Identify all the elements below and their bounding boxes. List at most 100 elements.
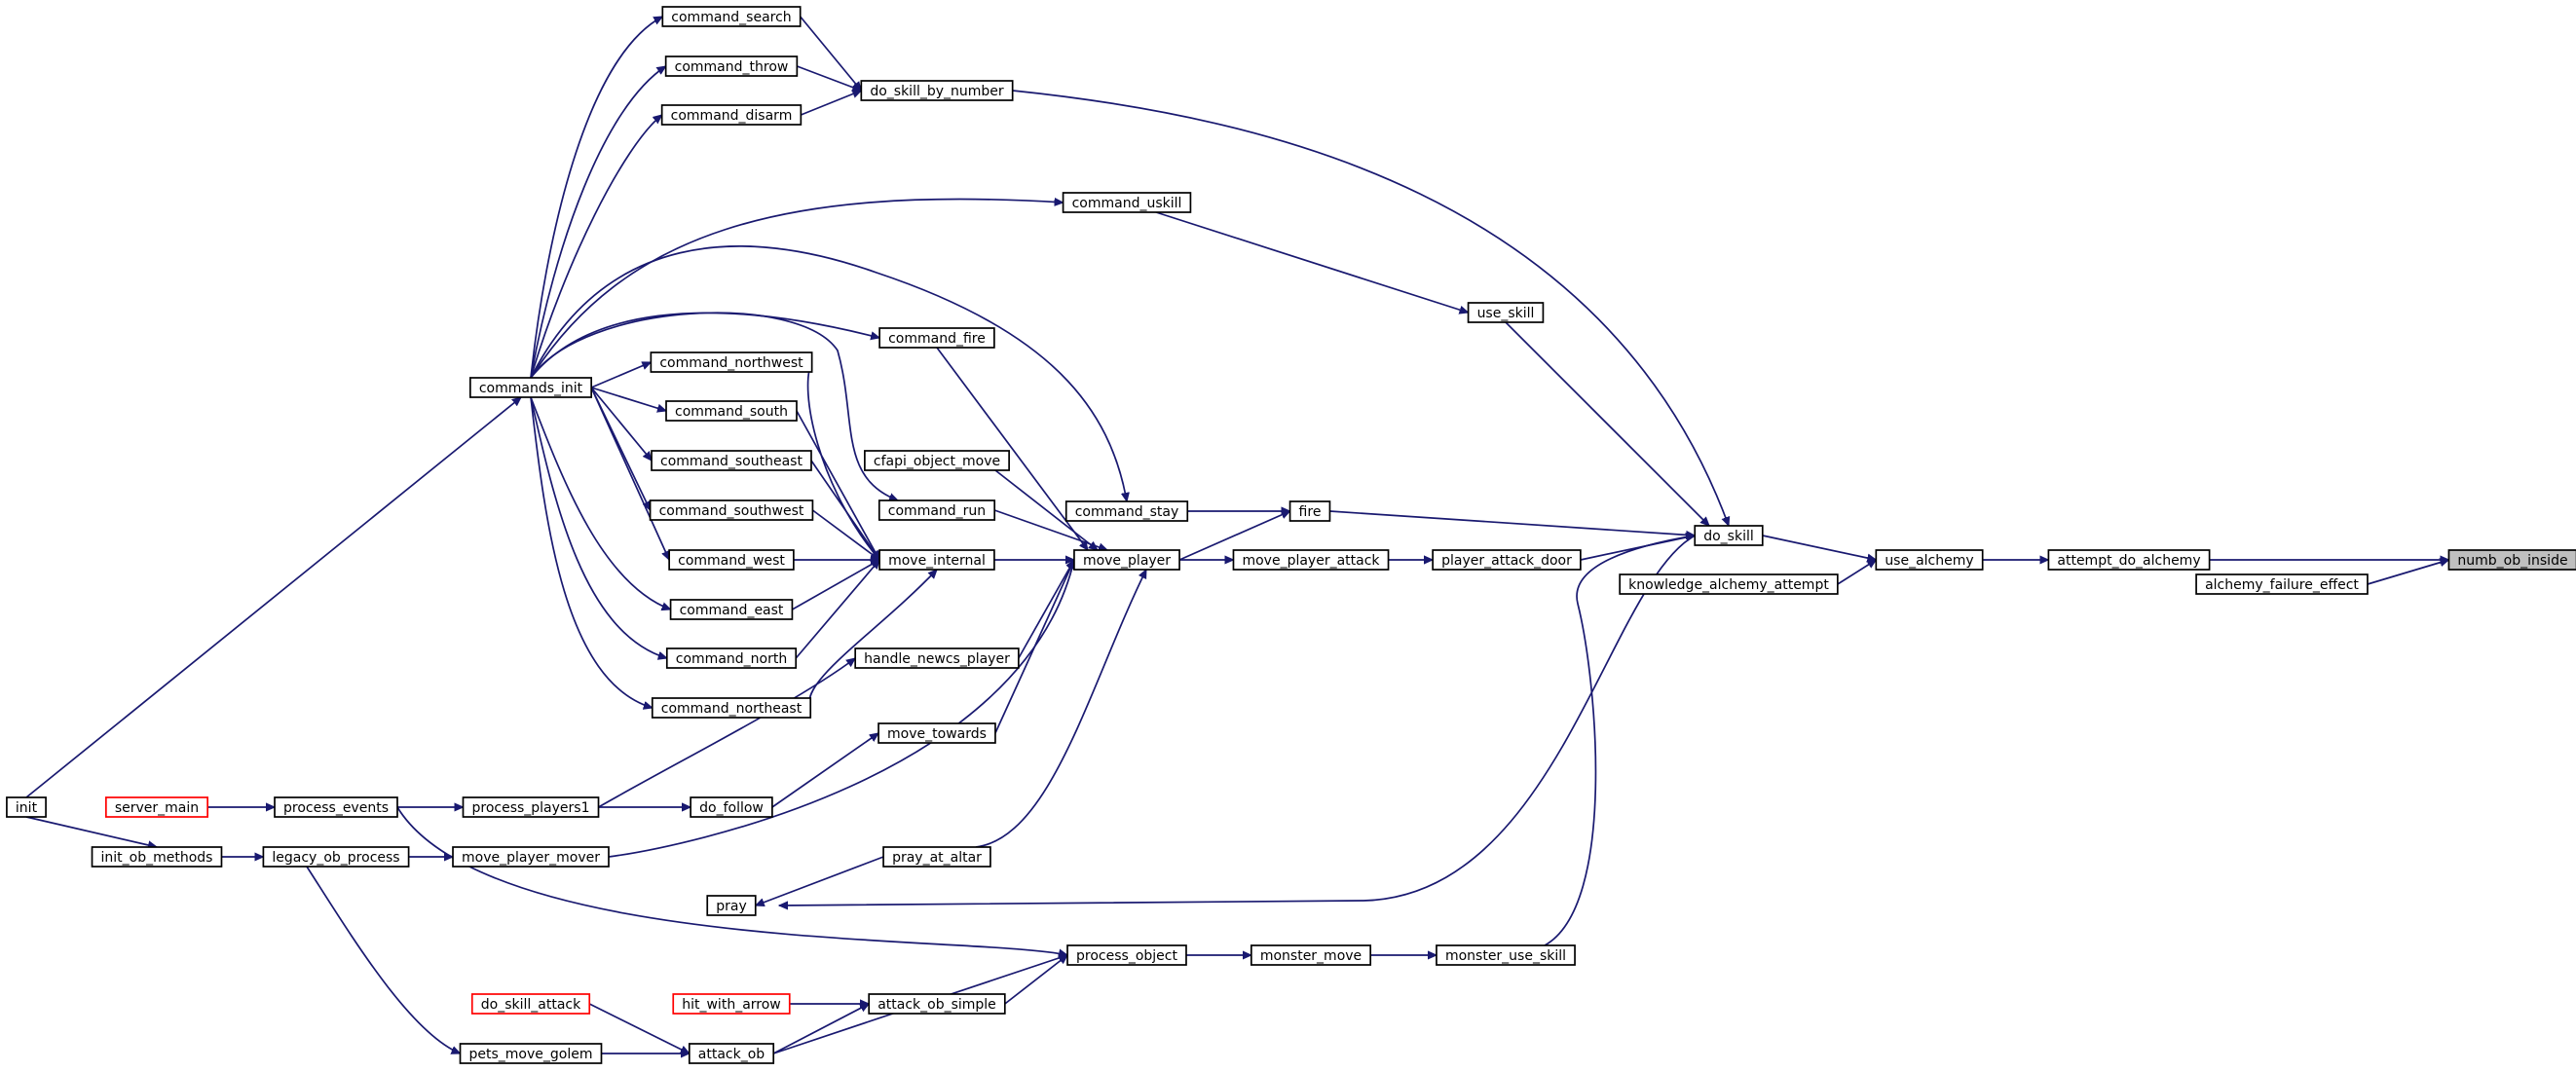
node-label: process_events (283, 800, 389, 816)
node-handle-newcs-player[interactable]: handle_newcs_player (854, 647, 1020, 669)
node-box (660, 104, 803, 126)
node-use-alchemy[interactable]: use_alchemy (1875, 549, 1984, 571)
node-move-player-attack[interactable]: move_player_attack (1232, 549, 1390, 571)
node-box (462, 796, 600, 818)
call-arrow (608, 560, 1074, 858)
node-attack-ob-simple[interactable]: attack_ob_simple (868, 993, 1006, 1015)
node-label: command_southeast (660, 454, 803, 469)
node-do-skill[interactable]: do_skill (1694, 525, 1764, 546)
node-monster-move[interactable]: monster_move (1250, 944, 1372, 966)
node-command-search[interactable]: command_search (661, 6, 802, 27)
call-arrow (810, 460, 880, 560)
node-label: command_search (671, 10, 791, 25)
node-label: server_main (115, 800, 199, 816)
node-player-attack-door[interactable]: player_attack_door (1432, 549, 1582, 571)
node-process-players1[interactable]: process_players1 (462, 796, 600, 818)
node-use-skill[interactable]: use_skill (1467, 302, 1545, 323)
node-label: move_player_mover (462, 850, 600, 866)
node-init-ob-methods[interactable]: init_ob_methods (91, 846, 223, 868)
node-command-northeast[interactable]: command_northeast (651, 697, 812, 719)
node-attack-ob[interactable]: attack_ob (688, 1043, 775, 1064)
node-process-object[interactable]: process_object (1066, 944, 1187, 966)
node-box (2047, 549, 2211, 571)
call-edge-use_skill-to-do_skill (1505, 321, 1709, 526)
node-box (1619, 573, 1839, 595)
node-move-internal[interactable]: move_internal (878, 549, 995, 571)
node-alchemy-failure-effect[interactable]: alchemy_failure_effect (2195, 573, 2369, 595)
node-command-fire[interactable]: command_fire (878, 327, 995, 349)
node-server-main[interactable]: server_main (105, 796, 208, 818)
node-command-southwest[interactable]: command_southwest (649, 499, 814, 521)
node-init[interactable]: init (6, 796, 47, 818)
node-legacy-ob-process[interactable]: legacy_ob_process (262, 846, 410, 868)
node-box (1288, 500, 1331, 522)
call-arrow (797, 65, 861, 91)
call-edge-command_northwest-to-move_internal (806, 361, 880, 560)
node-box (468, 377, 593, 398)
node-box (668, 549, 795, 571)
node-label: command_fire (888, 331, 986, 347)
node-command-southeast[interactable]: command_southeast (651, 450, 812, 471)
node-command-south[interactable]: command_south (665, 400, 798, 422)
call-arrow (530, 245, 1127, 501)
node-label: init (16, 800, 38, 816)
node-pets-move-golem[interactable]: pets_move_golem (459, 1043, 603, 1064)
call-arrow (936, 347, 1088, 550)
node-command-stay[interactable]: command_stay (1064, 500, 1189, 522)
call-edge-commands_init-to-command_search (530, 16, 662, 379)
node-process-events[interactable]: process_events (274, 796, 398, 818)
node-numb-ob-inside[interactable]: numb_ob_inside (2447, 549, 2576, 571)
node-hit-with-arrow[interactable]: hit_with_arrow (672, 993, 791, 1015)
node-commands-init[interactable]: commands_init (468, 377, 593, 398)
node-box (665, 647, 798, 669)
call-edge-command_run-to-move_player (993, 509, 1107, 550)
call-edge-commands_init-to-command_west (590, 387, 670, 560)
call-edge-do_skill_attack-to-attack_ob (588, 1003, 690, 1054)
node-pray[interactable]: pray (706, 895, 757, 916)
call-edge-pray_at_altar-to-pray (756, 856, 884, 906)
call-edge-commands_init-to-command_throw (530, 65, 666, 379)
node-label: attack_ob_simple (877, 997, 996, 1013)
node-label: command_throw (675, 59, 789, 75)
call-arrow (771, 733, 878, 808)
node-box (1064, 500, 1189, 522)
call-arrow (1837, 559, 1876, 585)
call-edge-alchemy_failure_effect-to-numb_ob_inside (2367, 560, 2448, 585)
node-command-north[interactable]: command_north (665, 647, 798, 669)
node-pray-at-altar[interactable]: pray_at_altar (882, 846, 991, 868)
node-box (854, 647, 1020, 669)
node-box (868, 993, 1006, 1015)
node-move-towards[interactable]: move_towards (877, 722, 996, 744)
node-move-player[interactable]: move_player (1073, 549, 1180, 571)
call-arrow (2367, 560, 2448, 585)
node-command-run[interactable]: command_run (877, 499, 996, 521)
node-command-throw[interactable]: command_throw (664, 55, 799, 77)
node-box (864, 450, 1010, 471)
node-label: command_northwest (659, 355, 803, 371)
node-command-disarm[interactable]: command_disarm (660, 104, 803, 126)
node-command-east[interactable]: command_east (669, 599, 794, 620)
node-label: move_internal (888, 553, 986, 569)
node-fire[interactable]: fire (1288, 500, 1331, 522)
node-attempt-do-alchemy[interactable]: attempt_do_alchemy (2047, 549, 2211, 571)
node-move-player-mover[interactable]: move_player_mover (452, 846, 610, 868)
node-command-northwest[interactable]: command_northwest (650, 351, 813, 373)
call-arrow (1004, 955, 1067, 1005)
node-knowledge-alchemy-attempt[interactable]: knowledge_alchemy_attempt (1619, 573, 1839, 595)
call-arrow (530, 396, 667, 658)
node-do-skill-by-number[interactable]: do_skill_by_number (860, 80, 1014, 101)
node-label: use_skill (1477, 306, 1535, 321)
call-edge-command_uskill-to-use_skill (1155, 211, 1469, 313)
node-label: command_stay (1075, 504, 1179, 520)
node-do-skill-attack[interactable]: do_skill_attack (470, 993, 591, 1015)
node-box (860, 80, 1014, 101)
call-edge-command_fire-to-move_player (936, 347, 1088, 550)
node-monster-use-skill[interactable]: monster_use_skill (1436, 944, 1576, 966)
node-do-follow[interactable]: do_follow (690, 796, 773, 818)
node-box (1062, 192, 1192, 213)
node-label: cfapi_object_move (874, 454, 1000, 469)
node-label: attack_ob (698, 1047, 765, 1062)
node-cfapi-object-move[interactable]: cfapi_object_move (864, 450, 1010, 471)
node-command-west[interactable]: command_west (668, 549, 795, 571)
node-command-uskill[interactable]: command_uskill (1062, 192, 1192, 213)
